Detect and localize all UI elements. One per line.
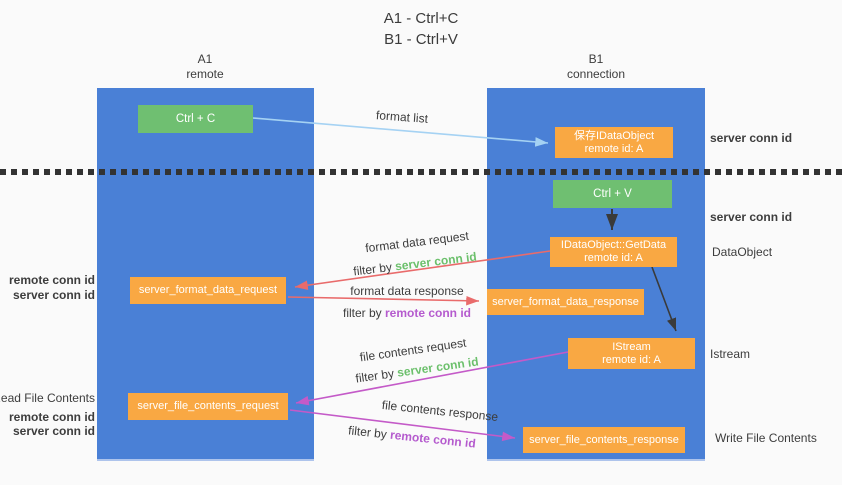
server-conn-id-key: server conn id bbox=[396, 354, 480, 380]
dataobject-label: DataObject bbox=[712, 245, 773, 259]
save-idataobject-line2: remote id: A bbox=[584, 142, 644, 155]
save-idataobject-line1: 保存IDataObject bbox=[573, 129, 655, 142]
filter-by-text: filter by bbox=[347, 423, 391, 442]
ctrl-v-action-box: Ctrl + V bbox=[553, 180, 672, 208]
left-remote-conn-id-bottom-label: remote conn id bbox=[8, 410, 95, 424]
getdata-line1: IDataObject::GetData bbox=[560, 239, 667, 251]
save-idataobject-box: 保存IDataObject remote id: A bbox=[555, 127, 673, 158]
server-file-contents-response-label: server_file_contents_response bbox=[529, 433, 679, 446]
right-server-conn-id-top-label: server conn id bbox=[710, 131, 793, 145]
right-server-conn-id-mid-label: server conn id bbox=[710, 210, 793, 224]
title-line-a1: A1 - Ctrl+C bbox=[383, 10, 459, 27]
read-file-contents-label: Read File Contents bbox=[0, 391, 95, 405]
server-format-data-request-box: server_format_data_request bbox=[130, 277, 286, 304]
ctrl-v-label: Ctrl + V bbox=[593, 188, 632, 200]
istream-line2: remote id: A bbox=[602, 353, 661, 366]
server-format-data-response-box: server_format_data_response bbox=[487, 289, 644, 315]
filter-by-text: filter by bbox=[342, 306, 385, 320]
idataobject-getdata-box: IDataObject::GetData remote id: A bbox=[550, 237, 677, 267]
istream-box: IStream remote id: A bbox=[568, 338, 695, 369]
left-remote-conn-id-top-label: remote conn id bbox=[8, 273, 95, 287]
column-a-header: A1 remote bbox=[155, 52, 255, 82]
server-conn-id-key: server conn id bbox=[394, 249, 478, 274]
remote-conn-id-key: remote conn id bbox=[389, 427, 477, 451]
left-server-conn-id-top-label: server conn id bbox=[12, 288, 95, 302]
filter-by-text: filter by bbox=[354, 365, 399, 386]
title-line-b1: B1 - Ctrl+V bbox=[384, 31, 458, 48]
remote-conn-id-key: remote conn id bbox=[385, 306, 472, 320]
filter-by-text: filter by bbox=[352, 259, 396, 279]
istream-line1: IStream bbox=[612, 340, 651, 353]
phase-separator-dotted-line bbox=[0, 169, 842, 175]
getdata-line2: remote id: A bbox=[584, 252, 643, 264]
server-file-contents-request-label: server_file_contents_request bbox=[137, 400, 279, 412]
format-list-label: format list bbox=[375, 108, 429, 126]
diagram-title: A1 - Ctrl+C B1 - Ctrl+V bbox=[0, 8, 842, 50]
format-data-response-filter-label: filter by remote conn id bbox=[343, 306, 471, 320]
column-a-name: A1 bbox=[197, 52, 213, 66]
server-format-data-request-label: server_format_data_request bbox=[138, 284, 278, 296]
column-b-role: connection bbox=[566, 67, 626, 81]
istream-side-label: Istream bbox=[710, 347, 751, 361]
left-server-conn-id-bottom-label: server conn id bbox=[12, 424, 95, 438]
ctrl-c-label: Ctrl + C bbox=[175, 113, 216, 125]
server-file-contents-response-box: server_file_contents_response bbox=[523, 427, 685, 453]
column-a-role: remote bbox=[186, 67, 224, 81]
column-b-header: B1 connection bbox=[546, 52, 646, 82]
file-contents-response-filter-label: filter by remote conn id bbox=[348, 423, 477, 450]
server-format-data-response-label: server_format_data_response bbox=[492, 295, 639, 308]
format-data-response-label: format data response bbox=[350, 284, 464, 298]
file-contents-response-label: file contents response bbox=[381, 397, 499, 425]
ctrl-c-action-box: Ctrl + C bbox=[138, 105, 253, 133]
server-file-contents-request-box: server_file_contents_request bbox=[128, 393, 288, 420]
write-file-contents-label: Write File Contents bbox=[715, 431, 817, 445]
column-b-name: B1 bbox=[588, 52, 604, 66]
